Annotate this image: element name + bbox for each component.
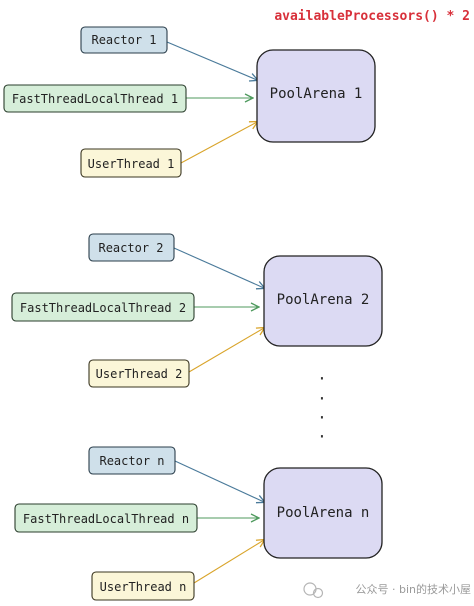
reactor-1-label: Reactor 1 [91,33,156,47]
user-thread-1-label: UserThread 1 [88,157,175,171]
group-1: Reactor 1 FastThreadLocalThread 1 UserTh… [3,26,376,178]
group-n: Reactor n FastThreadLocalThread n UserTh… [14,446,383,601]
fast-thread-1-label: FastThreadLocalThread 1 [12,92,178,106]
user-thread-2-box: UserThread 2 [88,359,190,388]
ellipsis-dot: · [317,427,327,446]
vertical-ellipsis: · · · · [317,369,327,446]
fast-thread-2-label: FastThreadLocalThread 2 [20,301,186,315]
title: availableProcessors() * 2 [274,9,470,24]
user-thread-n-box: UserThread n [91,571,195,601]
reactor-n-label: Reactor n [99,454,164,468]
ellipsis-dot: · [317,408,327,427]
reactor-1-box: Reactor 1 [80,26,168,54]
pool-arena-n-label: PoolArena n [277,505,370,521]
pool-arena-1-label: PoolArena 1 [270,86,363,102]
user-thread-n-label: UserThread n [100,580,187,594]
arrow-reactor-n [174,460,264,502]
reactor-n-box: Reactor n [88,446,176,475]
pool-arena-n-box: PoolArena n [263,467,383,559]
user-thread-1-box: UserThread 1 [80,148,182,178]
fast-thread-n-box: FastThreadLocalThread n [14,503,198,533]
pool-arena-2-box: PoolArena 2 [263,255,383,347]
arrow-reactor-2 [173,247,264,288]
arrow-user-thread-1 [180,122,257,164]
fast-thread-2-box: FastThreadLocalThread 2 [11,292,195,322]
pool-arena-1-box: PoolArena 1 [256,49,376,143]
wechat-icon [303,582,317,596]
reactor-2-box: Reactor 2 [88,233,175,262]
reactor-2-label: Reactor 2 [98,241,163,255]
arrow-user-thread-n [193,540,264,584]
user-thread-2-label: UserThread 2 [96,367,183,381]
arrow-user-thread-2 [188,328,264,373]
ellipsis-dot: · [317,389,327,408]
group-2: Reactor 2 FastThreadLocalThread 2 UserTh… [11,233,383,388]
ellipsis-dot: · [317,369,327,388]
watermark: 公众号 · bin的技术小屋 [303,582,472,599]
fast-thread-1-box: FastThreadLocalThread 1 [3,84,187,113]
arrow-reactor-1 [166,41,257,80]
fast-thread-n-label: FastThreadLocalThread n [23,512,189,526]
wechat-icon-bubble [312,587,324,599]
watermark-text: 公众号 · bin的技术小屋 [356,582,472,596]
pool-arena-2-label: PoolArena 2 [277,292,370,308]
